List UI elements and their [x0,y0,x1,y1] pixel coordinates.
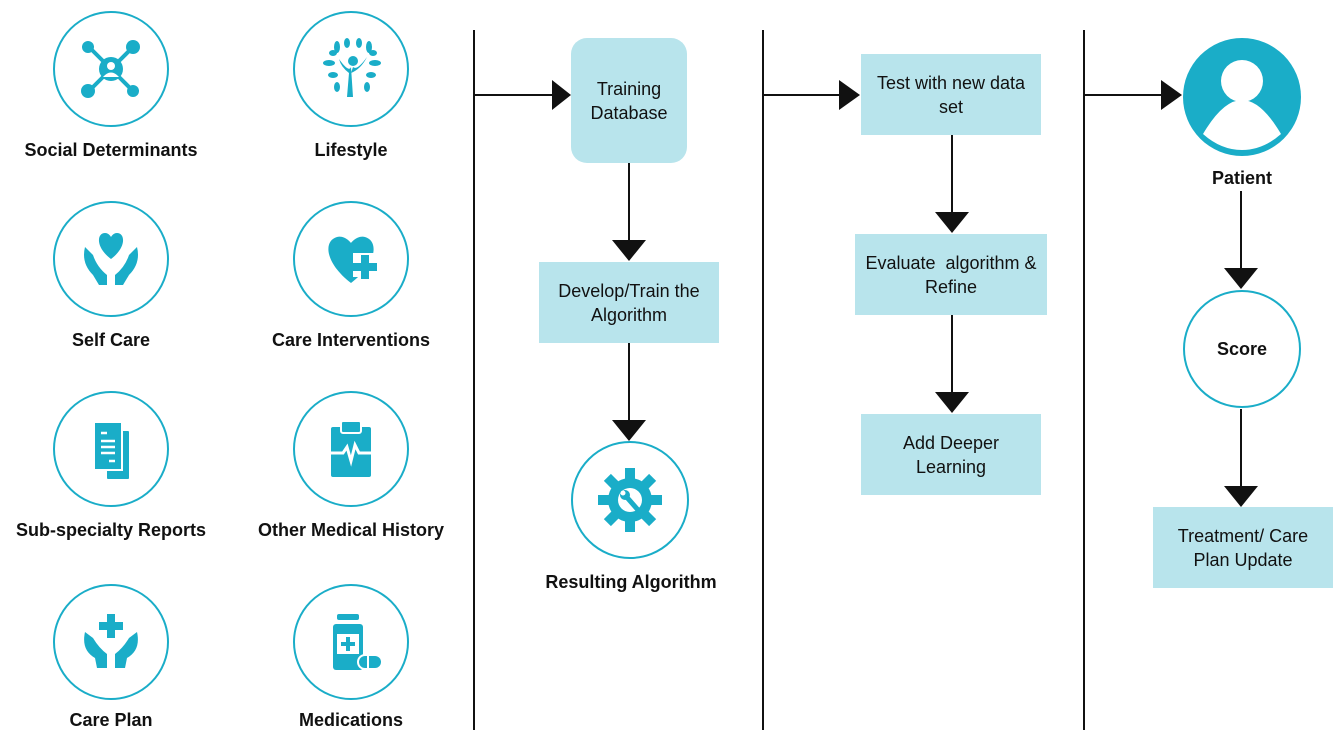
arrow-head [1161,80,1182,110]
arrow-head [935,392,969,413]
input-label: Social Determinants [24,140,198,160]
input-label: Care Interventions [271,330,431,350]
clipboard-pulse-icon [293,391,409,507]
input-label: Self Care [71,330,151,350]
pill-bottle-icon [293,584,409,700]
tree-person-icon [293,11,409,127]
gear-wrench-icon [571,441,689,559]
input-label: Medications [298,710,404,730]
network-person-icon [53,11,169,127]
arrow-head [552,80,571,110]
arrow-head [1224,486,1258,507]
input-label: Other Medical History [257,520,445,540]
heart-plus-icon [293,201,409,317]
training-database-box: Training Database [571,38,687,163]
stage-divider [762,30,764,730]
arrow-head [612,420,646,441]
score-label: Score [1216,338,1268,359]
arrow-head [1224,268,1258,289]
resulting-algorithm-label: Resulting Algorithm [545,572,717,592]
stage-divider [1083,30,1085,730]
add-deeper-learning-box: Add Deeper Learning [861,414,1041,495]
input-label: Lifestyle [314,140,388,160]
arrow-head [612,240,646,261]
user-avatar-icon [1183,38,1301,156]
stage-divider [473,30,475,730]
develop-train-box: Develop/Train the Algorithm [539,262,719,343]
arrow-head [935,212,969,233]
input-label: Care Plan [69,710,153,730]
evaluate-refine-box: Evaluate algorithm & Refine [855,234,1047,315]
score-circle: Score [1183,290,1301,408]
hands-cross-icon [53,584,169,700]
patient-label: Patient [1211,168,1273,188]
treatment-care-plan-box: Treatment/ Care Plan Update [1153,507,1333,588]
test-new-data-box: Test with new data set [861,54,1041,135]
input-label: Sub-specialty Reports [15,520,207,540]
arrow-head [839,80,860,110]
documents-icon [53,391,169,507]
hands-heart-icon [53,201,169,317]
